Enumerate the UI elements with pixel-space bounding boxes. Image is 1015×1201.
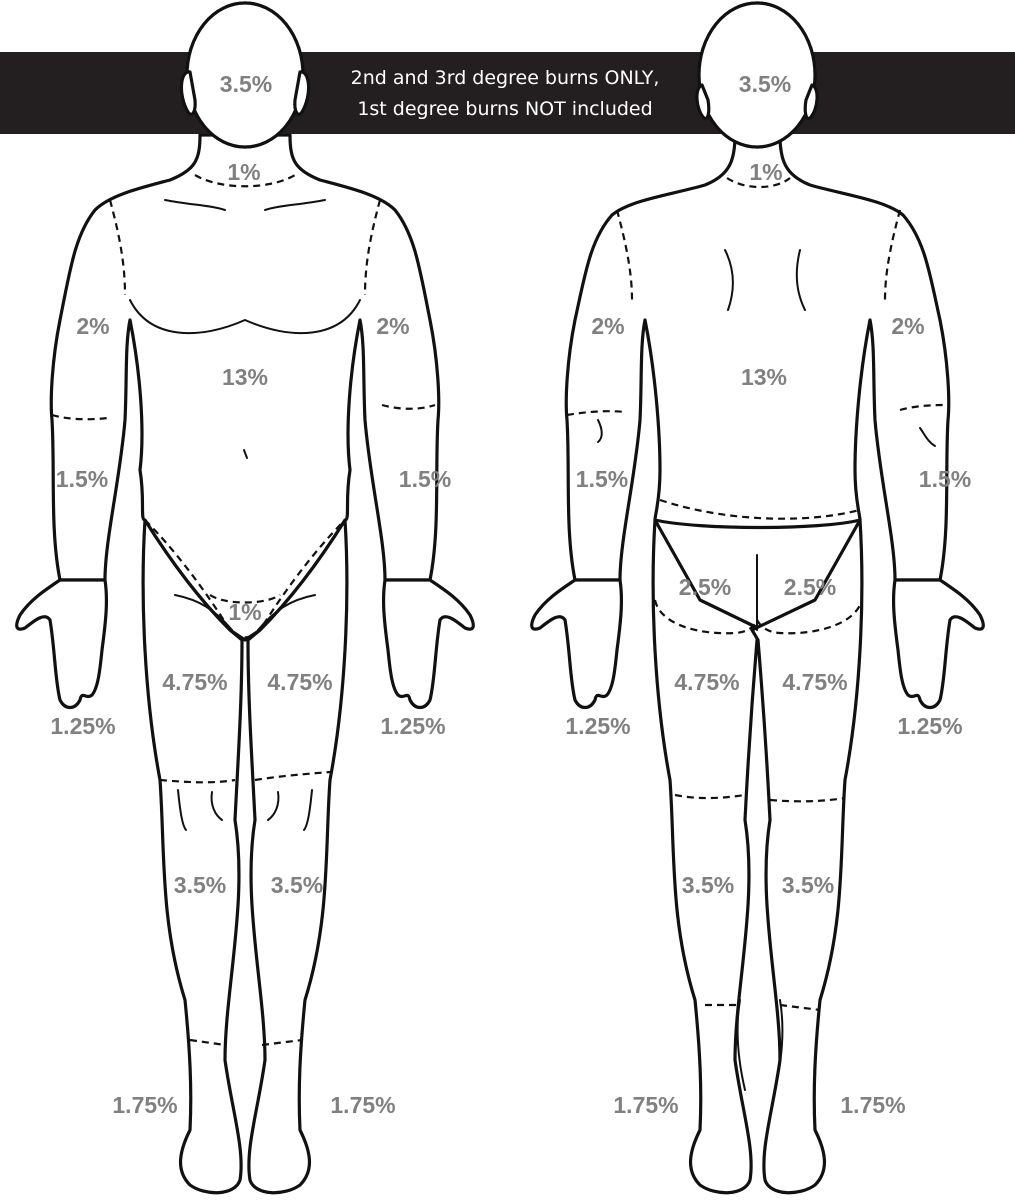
back-thigh-left-label: 4.75% [674,669,739,695]
banner-background [0,52,1015,134]
front-upper-arm-left-label: 2% [76,313,109,339]
front-upper-arm-right-label: 2% [376,313,409,339]
back-hand-right-label: 1.25% [897,713,962,739]
back-lower-leg-left-label: 3.5% [682,872,734,898]
front-thigh-right-label: 4.75% [267,669,332,695]
back-foot-left-label: 1.75% [613,1092,678,1118]
back-right-hand [894,580,984,708]
back-upper-arm-right-label: 2% [891,313,924,339]
front-right-hand [384,580,474,708]
back-buttock-right-label: 2.5% [784,574,836,600]
front-lower-leg-left-label: 3.5% [174,872,226,898]
back-left-hand [532,580,622,708]
front-groin-label: 1% [228,599,261,625]
back-head-label: 3.5% [739,71,791,97]
back-neck-label: 1% [749,159,782,185]
front-hand-right-label: 1.25% [380,713,445,739]
back-torso [566,135,948,580]
back-buttock-left-label: 2.5% [679,574,731,600]
back-foot-right-label: 1.75% [840,1092,905,1118]
back-forearm-left-label: 1.5% [576,466,628,492]
front-forearm-left-label: 1.5% [56,466,108,492]
front-lower-leg-right-label: 3.5% [271,872,323,898]
front-thigh-left-label: 4.75% [162,669,227,695]
back-torso-label: 13% [741,364,787,390]
front-foot-right-label: 1.75% [330,1092,395,1118]
banner-line-1: 2nd and 3rd degree burns ONLY, [351,67,660,89]
front-hand-left-label: 1.25% [50,713,115,739]
back-forearm-right-label: 1.5% [919,466,971,492]
front-neck-label: 1% [227,159,260,185]
front-torso-label: 13% [222,364,268,390]
back-thigh-right-label: 4.75% [782,669,847,695]
front-head-label: 3.5% [220,71,272,97]
front-foot-left-label: 1.75% [112,1092,177,1118]
front-forearm-right-label: 1.5% [399,466,451,492]
back-hand-left-label: 1.25% [565,713,630,739]
back-lower-leg-right-label: 3.5% [782,872,834,898]
banner-line-2: 1st degree burns NOT included [357,98,652,120]
front-left-hand [17,580,107,708]
back-upper-arm-left-label: 2% [591,313,624,339]
